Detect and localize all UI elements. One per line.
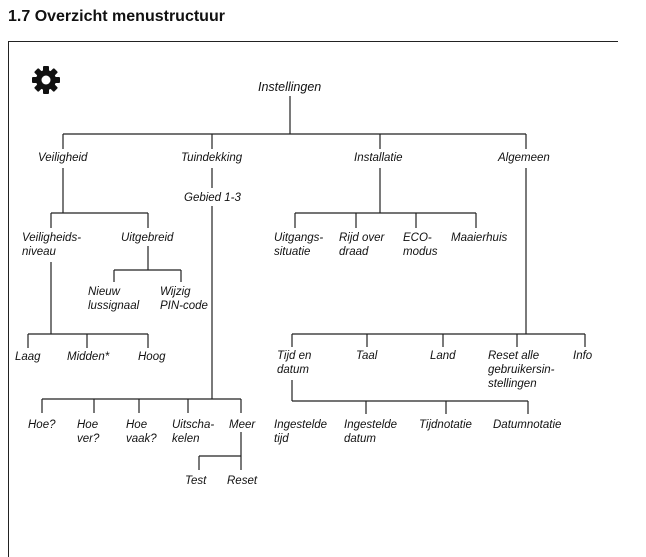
left-rule [8, 41, 9, 557]
gear-icon [32, 66, 60, 94]
node-rijd-over-draad: Rijd over draad [339, 232, 385, 258]
node-maaierhuis: Maaierhuis [451, 232, 508, 244]
node-info: Info [573, 350, 593, 362]
node-veiligheid: Veiligheid [38, 152, 88, 164]
node-veiligheidsniveau: Veiligheids- niveau [22, 232, 82, 258]
node-installatie: Installatie [354, 152, 403, 164]
node-reset-alle: Reset alle gebruikersin- stellingen [488, 350, 555, 390]
node-tijdnotatie: Tijdnotatie [419, 419, 472, 431]
node-tijd-en-datum: Tijd en datum [277, 350, 312, 376]
section-title: 1.7 Overzicht menustructuur [8, 8, 225, 25]
node-hoe-ver: Hoe ver? [77, 419, 100, 445]
node-test: Test [185, 475, 207, 487]
node-hoog: Hoog [138, 351, 166, 363]
node-hoe-vaak: Hoe vaak? [126, 419, 157, 445]
node-laag: Laag [15, 351, 41, 363]
node-nieuw-lussignaal: Nieuw lussignaal [88, 286, 140, 312]
node-land: Land [430, 350, 456, 362]
node-eco-modus: ECO- modus [403, 232, 438, 258]
node-ingestelde-datum: Ingestelde datum [344, 419, 398, 445]
node-algemeen: Algemeen [498, 152, 550, 164]
node-uitschakelen: Uitscha- kelen [172, 419, 215, 445]
node-datumnotatie: Datumnotatie [493, 419, 562, 431]
node-uitgangssituatie: Uitgangs- situatie [274, 232, 324, 258]
top-rule [8, 41, 618, 42]
node-midden: Midden* [67, 351, 110, 363]
node-tuindekking: Tuindekking [181, 152, 243, 164]
node-hoe: Hoe? [28, 419, 56, 431]
node-meer: Meer [229, 419, 256, 431]
node-gebied: Gebied 1-3 [184, 192, 241, 204]
node-taal: Taal [356, 350, 378, 362]
node-instellingen: Instellingen [258, 80, 322, 94]
node-ingestelde-tijd: Ingestelde tijd [274, 419, 328, 445]
node-uitgebreid: Uitgebreid [121, 232, 174, 244]
node-wijzig-pin: Wijzig PIN-code [160, 286, 208, 312]
node-reset: Reset [227, 475, 258, 487]
